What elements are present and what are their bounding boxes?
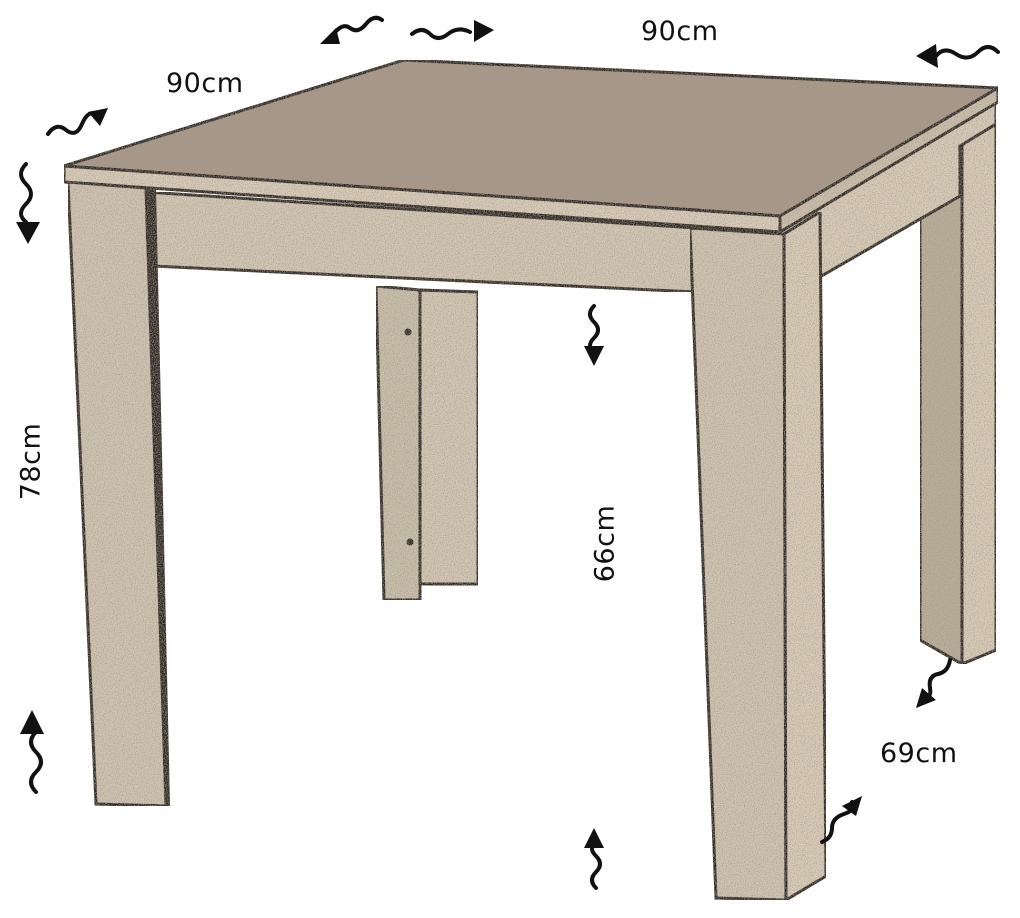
arrow-top-width-left-icon [320, 15, 384, 44]
label-leg-spacing: 69cm [880, 738, 958, 769]
arrow-clearance-top-down-icon [584, 304, 604, 366]
arrow-leg-spacing-bottom-icon [820, 796, 862, 844]
back-left-leg [374, 284, 480, 602]
arrow-height-bottom-up-icon [20, 710, 44, 794]
label-total-height: 78cm [15, 422, 47, 501]
arrow-depth-icon [46, 108, 108, 136]
arrow-clearance-bottom-up-icon [584, 828, 604, 890]
label-under-clearance: 66cm [589, 504, 621, 583]
arrow-top-width-right-icon [410, 20, 494, 42]
table-top [62, 58, 1004, 235]
arrow-leg-spacing-top-icon [916, 658, 952, 708]
dimension-arrows [16, 15, 1000, 890]
front-left-leg [66, 180, 170, 808]
arrow-top-right-left-icon [916, 44, 1000, 68]
label-top-width: 90cm [641, 16, 719, 47]
front-right-leg [688, 209, 828, 903]
arrow-height-top-down-icon [16, 162, 40, 244]
label-top-depth: 90cm [166, 68, 244, 99]
